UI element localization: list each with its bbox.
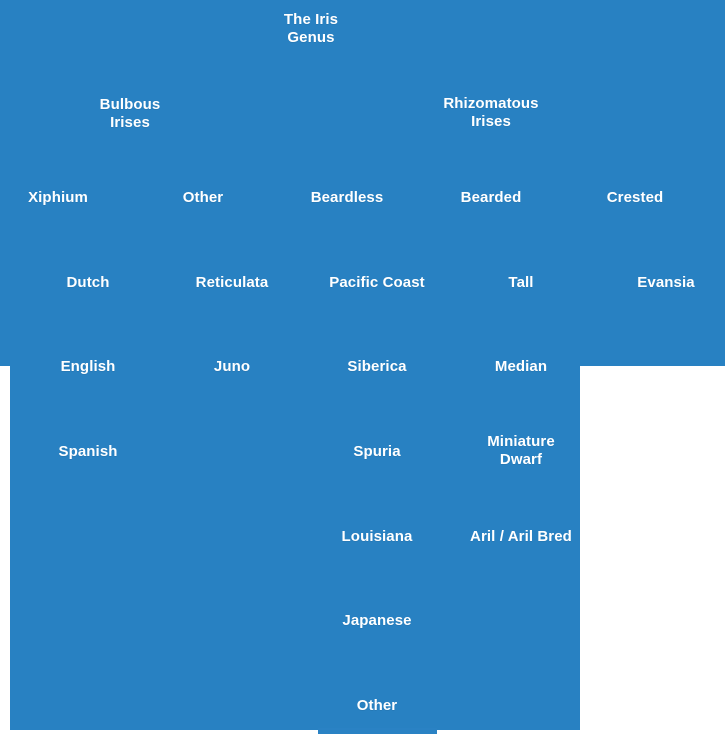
node-siberica: Siberica <box>347 358 407 375</box>
node-beardless-other: Other <box>356 697 398 714</box>
node-reticulata: Reticulata <box>195 274 269 291</box>
node-mini-dwarf: Miniature Dwarf <box>487 433 555 468</box>
diagram-panel-tab <box>318 728 437 734</box>
node-english: English <box>60 358 116 375</box>
node-japanese: Japanese <box>342 612 412 629</box>
node-aril: Aril / Aril Bred <box>470 528 572 545</box>
node-xiphium: Xiphium <box>28 189 88 206</box>
diagram-panel-lower <box>10 365 580 730</box>
node-bulbous-other: Other <box>182 189 224 206</box>
node-crested: Crested <box>606 189 664 206</box>
node-tall: Tall <box>508 274 534 291</box>
node-spanish: Spanish <box>58 443 118 460</box>
node-spuria: Spuria <box>353 443 401 460</box>
diagram-panel-upper <box>0 0 725 366</box>
node-root: The Iris Genus <box>283 11 339 46</box>
node-median: Median <box>494 358 548 375</box>
node-juno: Juno <box>213 358 251 375</box>
node-beardless: Beardless <box>310 189 384 206</box>
node-bearded: Bearded <box>460 189 522 206</box>
node-dutch: Dutch <box>66 274 110 291</box>
node-rhizomatous: Rhizomatous Irises <box>443 95 539 130</box>
node-evansia: Evansia <box>637 274 695 291</box>
node-pacific-coast: Pacific Coast <box>329 274 425 291</box>
node-bulbous: Bulbous Irises <box>99 96 161 131</box>
node-louisiana: Louisiana <box>341 528 413 545</box>
